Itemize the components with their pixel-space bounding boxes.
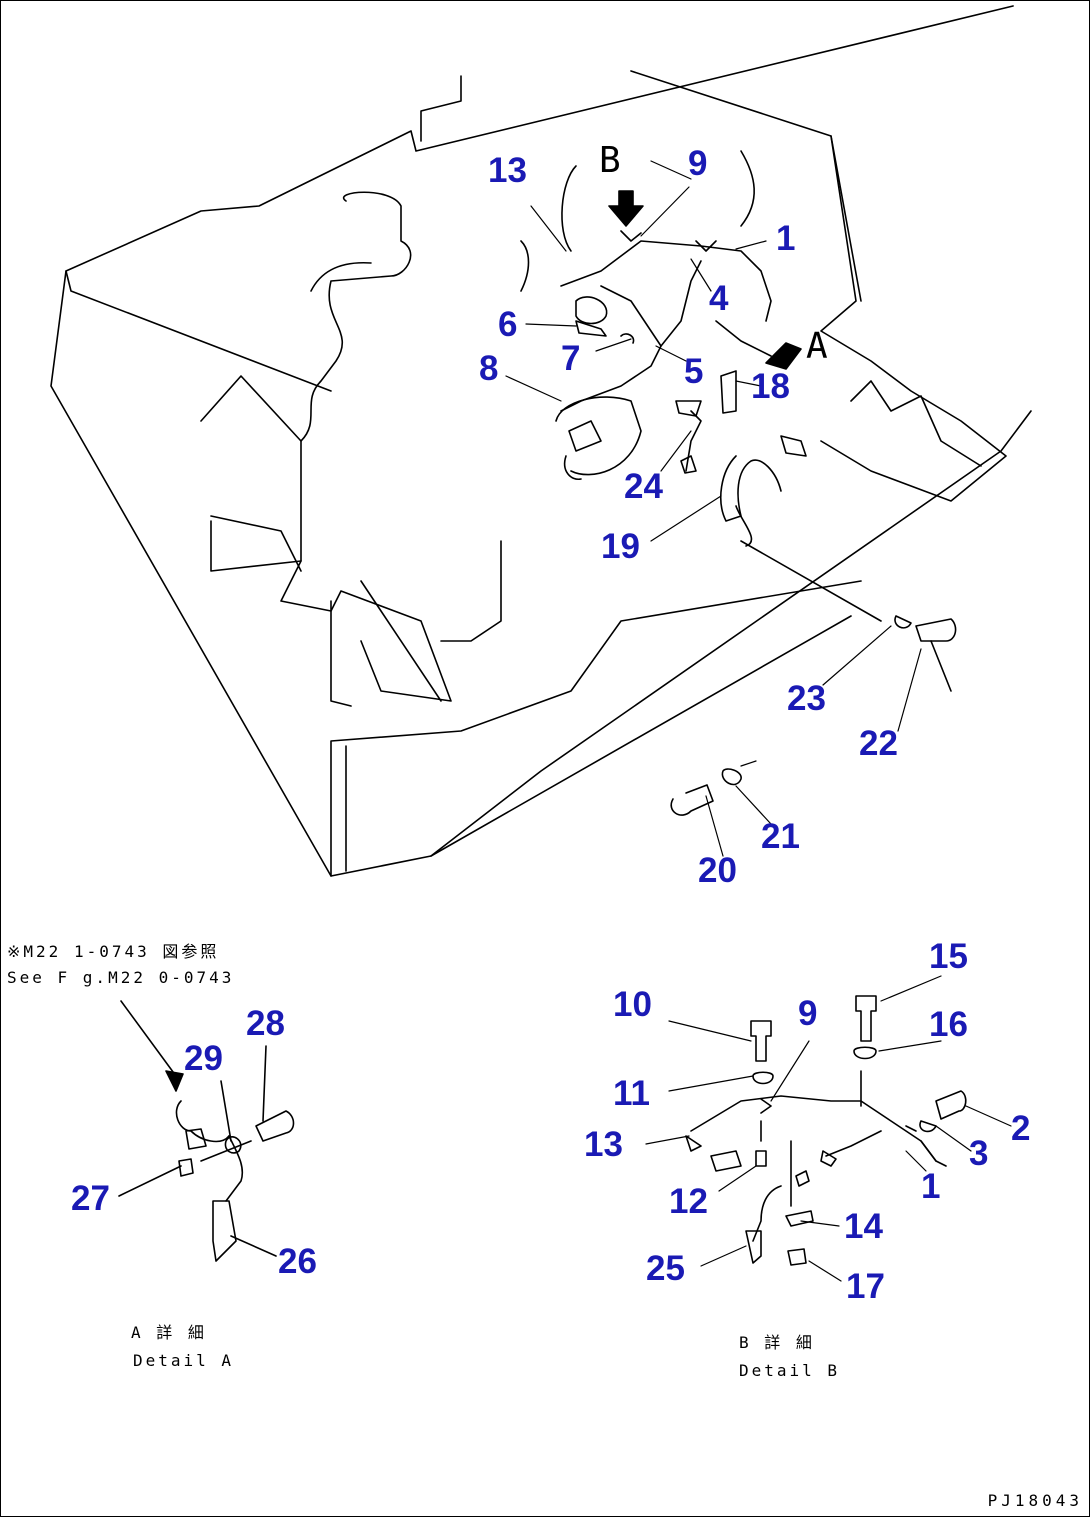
callout-5: 5 — [684, 352, 704, 391]
callout-24: 24 — [624, 467, 663, 506]
main-view-leaders — [505, 160, 922, 857]
callout-1-detail-b: 1 — [921, 1167, 941, 1206]
view-arrow-a — [765, 342, 802, 370]
callout-8: 8 — [479, 349, 499, 388]
callout-11: 11 — [613, 1074, 650, 1113]
loose-parts — [670, 615, 957, 816]
figure-id: PJ18043 — [987, 1491, 1083, 1510]
callout-9-detail-b: 9 — [798, 994, 818, 1033]
detail-b-drawing — [645, 975, 1012, 1282]
callout-13-detail-b: 13 — [584, 1125, 623, 1164]
callout-14: 14 — [844, 1207, 883, 1246]
callout-2: 2 — [1011, 1109, 1031, 1148]
callout-22: 22 — [859, 724, 898, 763]
detail-a-reference-note-en: See F g.M22 0-0743 — [7, 968, 235, 987]
callout-13-main: 13 — [488, 151, 527, 190]
callout-21: 21 — [761, 817, 800, 856]
callout-19: 19 — [601, 527, 640, 566]
detail-a-caption-en: Detail A — [133, 1351, 235, 1370]
detail-a-caption-jp: A 詳 細 — [131, 1323, 207, 1342]
callout-3: 3 — [969, 1134, 989, 1173]
callout-27: 27 — [71, 1179, 110, 1218]
view-letter-b: B — [599, 140, 621, 181]
callout-28: 28 — [246, 1004, 285, 1043]
detail-b-caption-en: Detail B — [739, 1361, 841, 1380]
wiring-harness — [560, 150, 882, 622]
callout-15: 15 — [929, 937, 968, 976]
callout-6: 6 — [498, 305, 518, 344]
callout-26: 26 — [278, 1242, 317, 1281]
callout-4: 4 — [709, 279, 729, 318]
callout-18: 18 — [751, 367, 790, 406]
callout-17: 17 — [846, 1267, 885, 1306]
callout-10: 10 — [613, 985, 652, 1024]
callout-7: 7 — [561, 339, 581, 378]
callout-25: 25 — [646, 1249, 685, 1288]
detail-b-caption-jp: B 詳 細 — [739, 1333, 815, 1352]
callout-29: 29 — [184, 1039, 223, 1078]
callout-9-main: 9 — [688, 144, 708, 183]
machine-body-outline — [50, 5, 1032, 877]
callout-1-main: 1 — [776, 219, 796, 258]
view-arrow-b — [608, 190, 644, 227]
view-letter-a: A — [806, 326, 828, 367]
detail-a-drawing — [118, 1000, 295, 1262]
callout-12: 12 — [669, 1182, 708, 1221]
callout-20: 20 — [698, 851, 737, 890]
callout-23: 23 — [787, 679, 826, 718]
callout-16: 16 — [929, 1005, 968, 1044]
engine-block — [200, 191, 642, 707]
detail-a-reference-note-jp: ※M22 1-0743 図参照 — [7, 942, 220, 961]
